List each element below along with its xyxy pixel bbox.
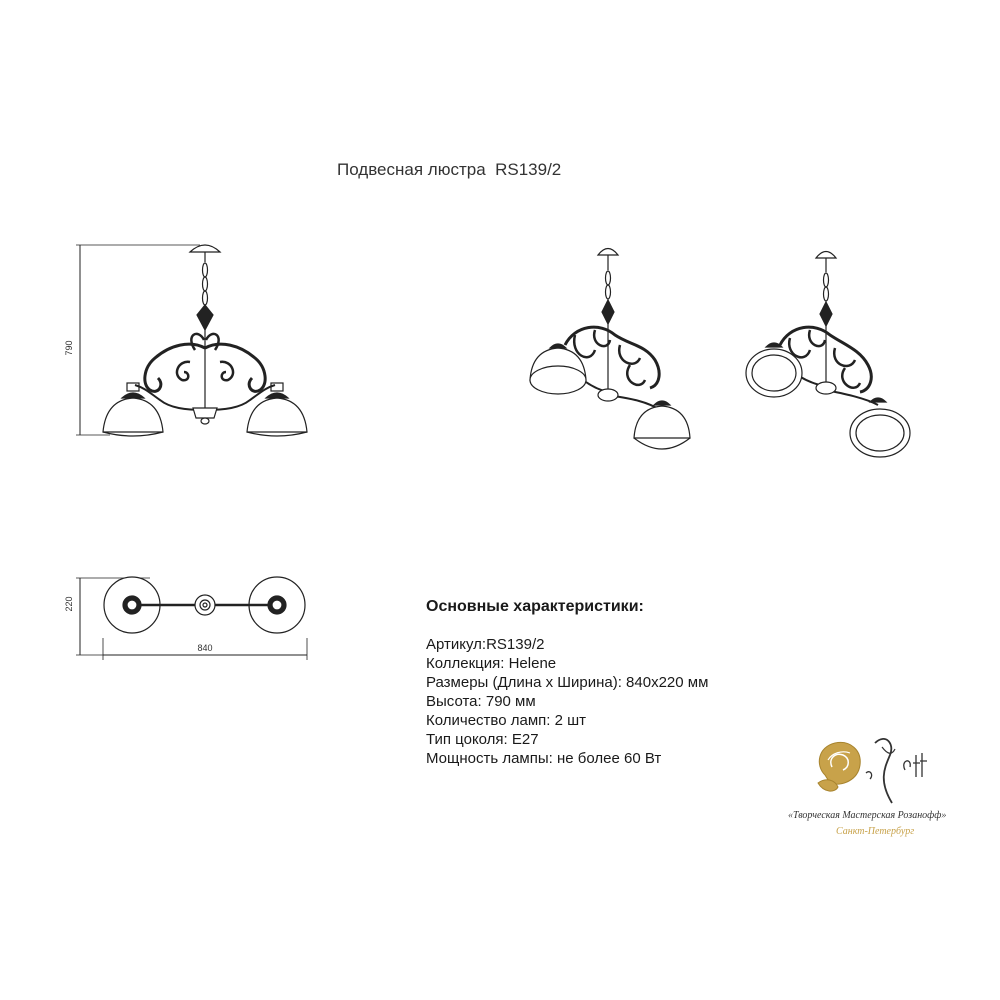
front-view-chandelier — [76, 244, 308, 437]
brand-caption: «Творческая Мастерская Розанофф» — [788, 810, 947, 821]
spec-row: Количество ламп: 2 шт — [426, 712, 586, 729]
spec-row: Тип цоколя: E27 — [426, 731, 539, 748]
specifications-block: Основные характеристики: Артикул:RS139/2… — [426, 597, 708, 768]
spec-row: Коллекция: Helene — [426, 655, 557, 672]
perspective-view-1 — [529, 247, 691, 450]
specs-heading: Основные характеристики: — [426, 598, 644, 615]
spec-row: Мощность лампы: не более 60 Вт — [426, 750, 662, 767]
brand-logo: «Творческая Мастерская Розанофф» Санкт-П… — [780, 725, 980, 875]
spec-row: Размеры (Длина х Ширина): 840х220 мм — [426, 674, 709, 691]
spec-row: Артикул:RS139/2 — [426, 636, 545, 653]
brand-city: Санкт-Петербург — [836, 826, 915, 837]
rose-icon — [817, 738, 927, 804]
top-view-chandelier — [76, 576, 308, 660]
product-title: Подвесная люстра RS139/2 — [337, 160, 562, 179]
perspective-view-2 — [745, 250, 911, 458]
width-dimension-label: 220 — [64, 596, 74, 611]
length-dimension-label: 840 — [197, 643, 212, 653]
height-dimension-label: 790 — [64, 340, 74, 355]
spec-row: Высота: 790 мм — [426, 693, 536, 710]
